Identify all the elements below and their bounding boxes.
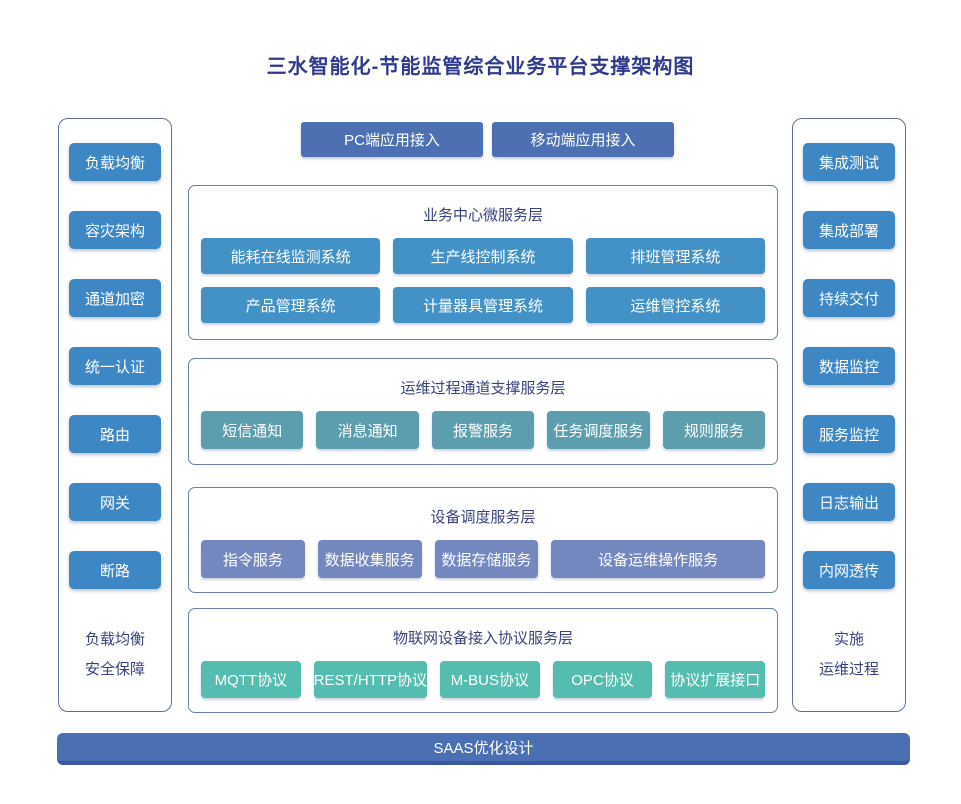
right-panel-node: 日志输出: [803, 483, 895, 521]
service-node: 指令服务: [201, 540, 305, 578]
service-node: 计量器具管理系统: [393, 287, 573, 323]
app-access-layer: PC端应用接入 移动端应用接入: [301, 122, 674, 157]
service-node: 数据存储服务: [434, 540, 539, 578]
left-panel-node: 通道加密: [69, 279, 161, 317]
layer-title: 业务中心微服务层: [422, 207, 543, 224]
left-panel-caption: 负载均衡 安全保障: [59, 625, 171, 685]
caption-line: 负载均衡: [84, 631, 145, 648]
right-panel-caption: 实施 运维过程: [793, 625, 905, 685]
service-node: 任务调度服务: [547, 411, 650, 449]
right-panel-node: 集成部署: [803, 211, 895, 249]
layer-title: 设备调度服务层: [430, 509, 536, 526]
left-panel-node: 统一认证: [69, 347, 161, 385]
layer-business-microservices: 业务中心微服务层 能耗在线监测系统 生产线控制系统 排班管理系统 产品管理系统 …: [188, 185, 778, 340]
service-node: 生产线控制系统: [393, 238, 573, 274]
right-panel-node: 数据监控: [803, 347, 895, 385]
right-panel-devops-process: 集成测试 集成部署 持续交付 数据监控 服务监控 日志输出 内网透传 实施 运维…: [792, 118, 906, 712]
service-node: 短信通知: [201, 411, 304, 449]
right-panel-node: 服务监控: [803, 415, 895, 453]
service-node: 设备运维操作服务: [551, 540, 765, 578]
app-access-node: 移动端应用接入: [492, 122, 674, 157]
right-panel-node: 集成测试: [803, 143, 895, 181]
service-node: 数据收集服务: [317, 540, 422, 578]
layer-boxes: 能耗在线监测系统 生产线控制系统 排班管理系统 产品管理系统 计量器具管理系统 …: [201, 238, 765, 323]
layer-title: 运维过程通道支撑服务层: [400, 380, 566, 397]
layer-boxes: 指令服务 数据收集服务 数据存储服务 设备运维操作服务: [201, 540, 765, 578]
service-node: 规则服务: [662, 411, 766, 449]
protocol-node: M-BUS协议: [440, 661, 540, 698]
service-node: 产品管理系统: [201, 287, 381, 323]
left-panel-node: 断路: [69, 551, 161, 589]
layer-device-scheduling: 设备调度服务层 指令服务 数据收集服务 数据存储服务 设备运维操作服务: [188, 487, 778, 593]
layer-boxes: 短信通知 消息通知 报警服务 任务调度服务 规则服务: [201, 411, 766, 449]
protocol-node: REST/HTTP协议: [313, 661, 428, 698]
protocol-node: 协议扩展接口: [665, 661, 766, 698]
service-node: 能耗在线监测系统: [201, 238, 381, 274]
service-node: 报警服务: [431, 411, 535, 449]
right-panel-items: 集成测试 集成部署 持续交付 数据监控 服务监控 日志输出 内网透传: [793, 119, 905, 589]
service-node: 运维管控系统: [585, 287, 765, 323]
left-panel-load-balance-security: 负载均衡 容灾架构 通道加密 统一认证 路由 网关 断路 负载均衡 安全保障: [58, 118, 172, 712]
saas-optimization-bar: SAAS优化设计: [57, 733, 910, 765]
left-panel-node: 路由: [69, 415, 161, 453]
layer-title: 物联网设备接入协议服务层: [392, 630, 573, 647]
app-access-node: PC端应用接入: [301, 122, 483, 157]
protocol-node: OPC协议: [552, 661, 653, 698]
left-panel-node: 负载均衡: [69, 143, 161, 181]
caption-line: 运维过程: [818, 661, 879, 678]
layer-iot-protocol-access: 物联网设备接入协议服务层 MQTT协议 REST/HTTP协议 M-BUS协议 …: [188, 608, 778, 713]
service-node: 排班管理系统: [585, 238, 765, 274]
layer-ops-channel-support: 运维过程通道支撑服务层 短信通知 消息通知 报警服务 任务调度服务 规则服务: [188, 358, 778, 465]
layer-boxes: MQTT协议 REST/HTTP协议 M-BUS协议 OPC协议 协议扩展接口: [201, 661, 766, 698]
diagram-title: 三水智能化-节能监管综合业务平台支撑架构图: [266, 56, 695, 78]
left-panel-node: 容灾架构: [69, 211, 161, 249]
left-panel-items: 负载均衡 容灾架构 通道加密 统一认证 路由 网关 断路: [59, 119, 171, 589]
right-panel-node: 内网透传: [803, 551, 895, 589]
protocol-node: MQTT协议: [201, 661, 301, 698]
right-panel-node: 持续交付: [803, 279, 895, 317]
left-panel-node: 网关: [69, 483, 161, 521]
service-node: 消息通知: [316, 411, 419, 449]
caption-line: 安全保障: [84, 661, 145, 678]
caption-line: 实施: [833, 631, 864, 648]
